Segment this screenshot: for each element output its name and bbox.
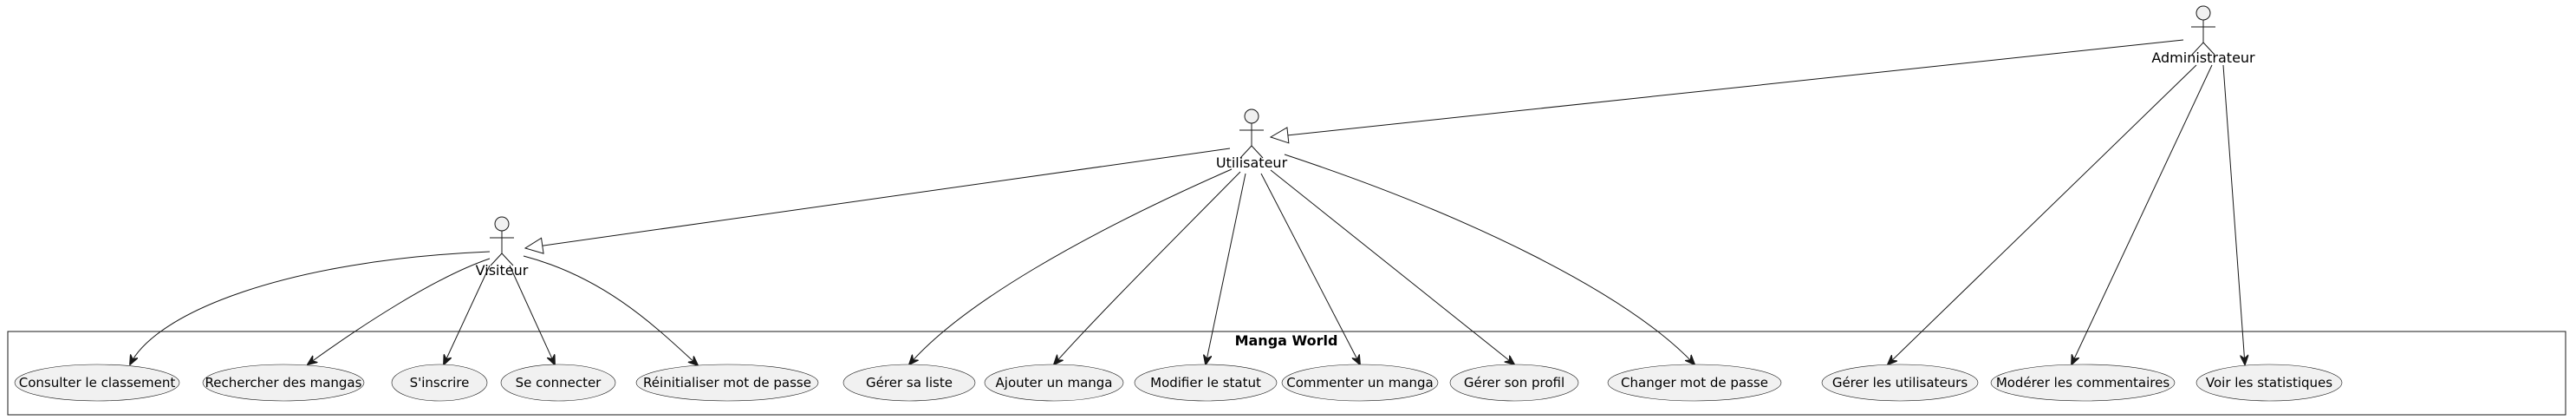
use-case-sinscrire[interactable]: S'inscrire [391, 364, 488, 402]
stick-figure-icon [1239, 108, 1264, 159]
use-case-label: Consulter le classement [19, 375, 176, 390]
association-visiteur-to-se-connecter [509, 265, 555, 364]
system-boundary: Manga World [7, 331, 2566, 416]
use-case-label: Modifier le statut [1150, 375, 1261, 390]
use-case-commenter-manga[interactable]: Commenter un manga [1281, 364, 1439, 402]
use-case-label: Gérer sa liste [866, 375, 953, 390]
stick-figure-icon [490, 216, 514, 266]
use-case-rechercher-mangas[interactable]: Rechercher des mangas [202, 364, 365, 402]
use-case-label: Réinitialiser mot de passe [643, 375, 811, 390]
use-case-modifier-statut[interactable]: Modifier le statut [1134, 364, 1278, 402]
actor-label: Utilisateur [1216, 154, 1288, 171]
stick-figure-icon [2191, 5, 2215, 56]
generalization-utilisateur-to-visiteur [525, 148, 1231, 248]
association-utilisateur-to-modifier-statut [1206, 173, 1246, 364]
use-case-label: Se connecter [516, 375, 602, 390]
use-case-se-connecter[interactable]: Se connecter [500, 364, 616, 402]
actor-label: Administrateur [2151, 49, 2255, 66]
use-case-moderer-commentaires[interactable]: Modérer les commentaires [1990, 364, 2176, 402]
use-case-label: Gérer son profil [1464, 375, 1564, 390]
use-case-voir-statistiques[interactable]: Voir les statistiques [2195, 364, 2343, 402]
use-case-label: Changer mot de passe [1621, 375, 1768, 390]
use-case-label: Commenter un manga [1286, 375, 1433, 390]
system-frame [7, 331, 2566, 416]
association-visiteur-to-rechercher-mangas [308, 258, 491, 364]
use-case-ajouter-manga[interactable]: Ajouter un manga [984, 364, 1124, 402]
association-administrateur-to-moderer-commentaires [2072, 64, 2213, 364]
association-administrateur-to-gerer-utilisateurs [1888, 64, 2197, 364]
use-case-label: Voir les statistiques [2206, 375, 2332, 390]
use-case-label: Rechercher des mangas [205, 375, 362, 390]
actor-label: Visiteur [476, 262, 529, 279]
actor-utilisateur[interactable]: Utilisateur [1216, 108, 1288, 171]
association-administrateur-to-voir-statistiques [2222, 64, 2245, 364]
use-case-label: Ajouter un manga [996, 375, 1113, 390]
use-case-label: Modérer les commentaires [1996, 375, 2170, 390]
use-case-label: S'inscrire [410, 375, 470, 390]
relationships [130, 39, 2245, 365]
generalization-administrateur-to-utilisateur [1271, 39, 2184, 137]
association-visiteur-to-reinitialiser-mdp [523, 255, 698, 365]
use-case-gerer-liste[interactable]: Gérer sa liste [842, 364, 976, 402]
use-case-consulter-classement[interactable]: Consulter le classement [14, 364, 180, 402]
actor-administrateur[interactable]: Administrateur [2151, 5, 2255, 66]
association-utilisateur-to-changer-mdp [1284, 154, 1695, 364]
use-case-label: Gérer les utilisateurs [1832, 375, 1968, 390]
association-utilisateur-to-gerer-liste [909, 168, 1233, 364]
association-utilisateur-to-commenter-manga [1260, 173, 1360, 364]
actor-visiteur[interactable]: Visiteur [476, 216, 529, 279]
use-case-gerer-utilisateurs[interactable]: Gérer les utilisateurs [1821, 364, 1979, 402]
association-visiteur-to-sinscrire [444, 265, 491, 364]
association-visiteur-to-consulter-classement [130, 251, 491, 364]
association-utilisateur-to-ajouter-manga [1054, 171, 1241, 364]
system-title: Manga World [1235, 332, 1338, 349]
use-case-gerer-profil[interactable]: Gérer son profil [1449, 364, 1579, 402]
association-utilisateur-to-gerer-profil [1270, 169, 1514, 364]
use-case-reinitialiser-mdp[interactable]: Réinitialiser mot de passe [635, 364, 819, 402]
use-case-changer-mdp[interactable]: Changer mot de passe [1607, 364, 1782, 402]
